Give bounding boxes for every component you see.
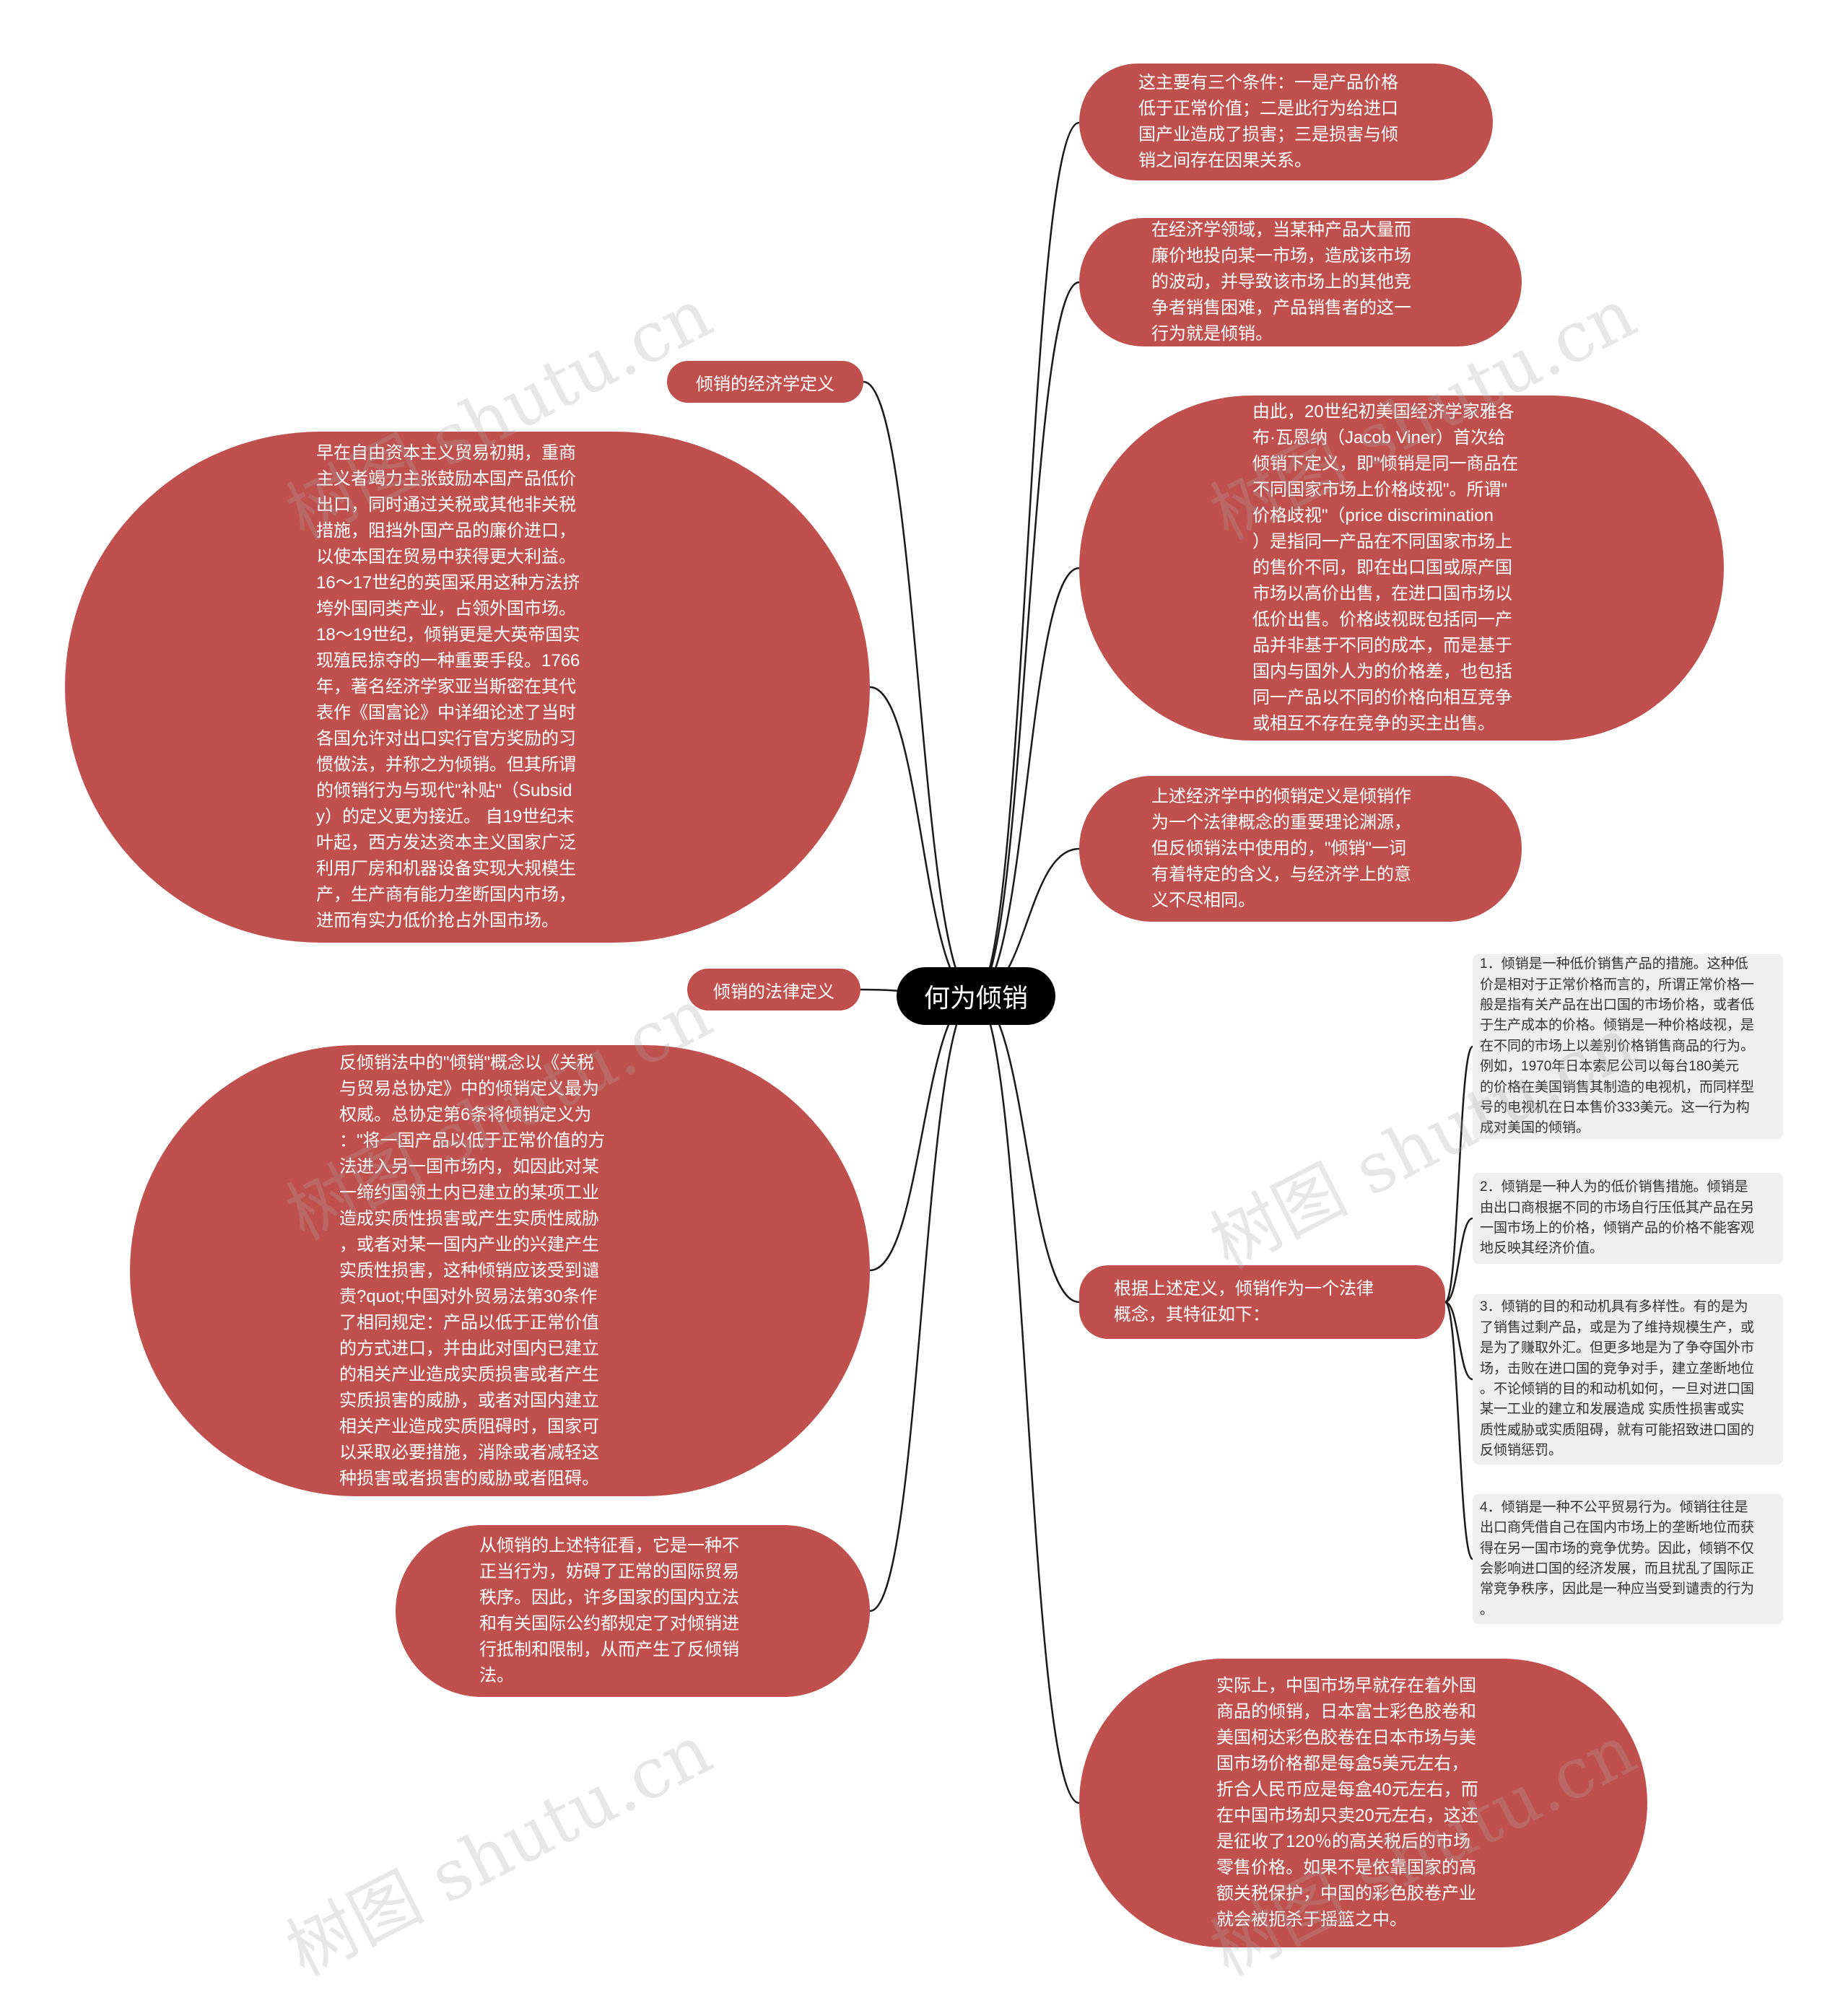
economics-definition-node[interactable]: 倾销的经济学定义	[667, 361, 863, 403]
link-features	[974, 995, 1080, 1304]
link-china-market	[974, 995, 1080, 1804]
link-feature-2	[1444, 1217, 1473, 1304]
feature-1-text: 1．倾销是一种低价销售产品的措施。这种低 价是相对于正常价格而言的，所谓正常价格…	[1480, 956, 1755, 1136]
link-feature-1	[1444, 1045, 1474, 1304]
viner-definition-node[interactable]: 由此，20世纪初美国经济学家雅各 布·瓦恩纳（Jacob Viner）首次给 倾…	[1079, 396, 1724, 741]
conditions-text: 这主要有三个条件：一是产品价格 低于正常价值；二是此行为给进口 国产业造成了损害…	[1138, 73, 1398, 170]
link-gatt	[869, 995, 975, 1272]
anti-dumping-law-text: 从倾销的上述特征看，它是一种不 正当行为，妨碍了正常的国际贸易 秩序。因此，许多…	[479, 1536, 739, 1685]
root-topic-label: 何为倾销	[923, 983, 1028, 1013]
history-text: 早在自由资本主义贸易初期，重商 主义者竭力主张鼓励本国产品低价 出口，同时通过关…	[316, 443, 580, 930]
legal-definition-label: 倾销的法律定义	[713, 982, 834, 1002]
feature-card-4[interactable]: 4．倾销是一种不公平贸易行为。倾销往往是 出口商凭借自己在国内市场上的垄断地位而…	[1473, 1494, 1783, 1624]
theory-origin-text: 上述经济学中的倾销定义是倾销作 为一个法律概念的重要理论渊源， 但反倾销法中使用…	[1151, 787, 1411, 910]
features-node[interactable]: 根据上述定义，倾销作为一个法律 概念，其特征如下：	[1079, 1265, 1445, 1339]
feature-card-2[interactable]: 2．倾销是一种人为的低价销售措施。倾销是 由出口商根据不同的市场自行压低其产品在…	[1473, 1173, 1783, 1264]
link-economics-definition	[863, 380, 975, 998]
root-topic-node[interactable]: 何为倾销	[897, 967, 1055, 1025]
economic-field-text: 在经济学领域，当某种产品大量而 廉价地投向某一市场，造成该市场 的波动，并导致该…	[1151, 220, 1411, 344]
feature-card-1[interactable]: 1．倾销是一种低价销售产品的措施。这种低 价是相对于正常价格而言的，所谓正常价格…	[1473, 954, 1783, 1139]
link-anti-dumping	[869, 995, 975, 1612]
feature-4-text: 4．倾销是一种不公平贸易行为。倾销往往是 出口商凭借自己在国内市场上的垄断地位而…	[1480, 1499, 1755, 1618]
link-conditions	[974, 121, 1080, 998]
gatt-definition-text: 反倾销法中的"倾销"概念以《关税 与贸易总协定》中的倾销定义最为 权威。总协定第…	[339, 1052, 606, 1488]
feature-card-3[interactable]: 3．倾销的目的和动机具有多样性。有的是为 了销售过剩产品，或是为了维持规模生产，…	[1473, 1294, 1783, 1464]
economics-definition-label: 倾销的经济学定义	[696, 374, 834, 394]
link-economic-field	[974, 281, 1080, 998]
history-node[interactable]: 早在自由资本主义贸易初期，重商 主义者竭力主张鼓励本国产品低价 出口，同时通过关…	[65, 432, 870, 943]
china-market-node[interactable]: 实际上，中国市场早就存在着外国 商品的倾销，日本富士彩色胶卷和 美国柯达彩色胶卷…	[1079, 1659, 1647, 1947]
link-feature-4	[1444, 1301, 1474, 1560]
economic-field-node[interactable]: 在经济学领域，当某种产品大量而 廉价地投向某一市场，造成该市场 的波动，并导致该…	[1079, 218, 1522, 346]
link-feature-3	[1444, 1301, 1473, 1381]
feature-2-text: 2．倾销是一种人为的低价销售措施。倾销是 由出口商根据不同的市场自行压低其产品在…	[1480, 1179, 1755, 1257]
conditions-node[interactable]: 这主要有三个条件：一是产品价格 低于正常价值；二是此行为给进口 国产业造成了损害…	[1079, 64, 1493, 180]
viner-definition-text: 由此，20世纪初美国经济学家雅各 布·瓦恩纳（Jacob Viner）首次给 倾…	[1252, 402, 1519, 733]
features-label: 根据上述定义，倾销作为一个法律 概念，其特征如下：	[1114, 1279, 1374, 1324]
legal-definition-node[interactable]: 倾销的法律定义	[687, 969, 860, 1010]
feature-3-text: 3．倾销的目的和动机具有多样性。有的是为 了销售过剩产品，或是为了维持规模生产，…	[1480, 1299, 1755, 1459]
anti-dumping-law-node[interactable]: 从倾销的上述特征看，它是一种不 正当行为，妨碍了正常的国际贸易 秩序。因此，许多…	[396, 1525, 870, 1697]
china-market-text: 实际上，中国市场早就存在着外国 商品的倾销，日本富士彩色胶卷和 美国柯达彩色胶卷…	[1216, 1676, 1478, 1929]
gatt-definition-node[interactable]: 反倾销法中的"倾销"概念以《关税 与贸易总协定》中的倾销定义最为 权威。总协定第…	[130, 1045, 870, 1496]
theory-origin-node[interactable]: 上述经济学中的倾销定义是倾销作 为一个法律概念的重要理论渊源， 但反倾销法中使用…	[1079, 776, 1522, 922]
